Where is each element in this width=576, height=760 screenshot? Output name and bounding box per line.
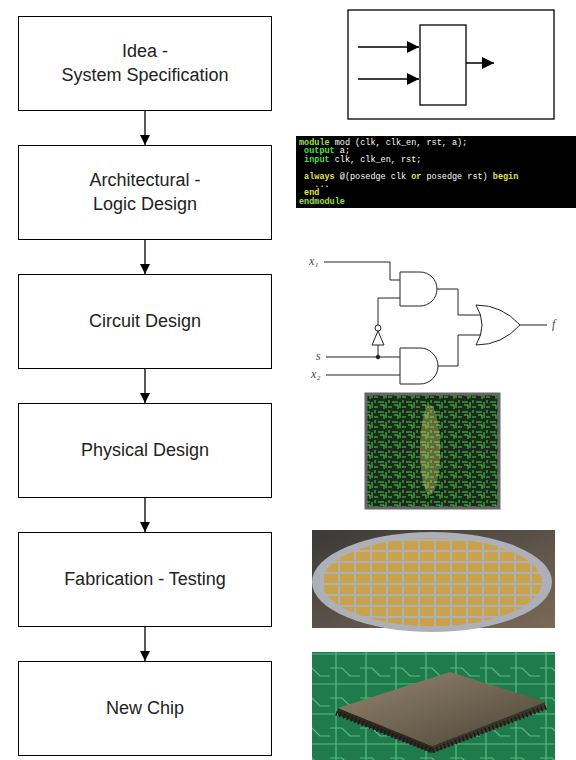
text-line: Logic Design (93, 194, 197, 214)
code-line: ... (299, 181, 523, 189)
code-line (299, 164, 523, 172)
process-box: Fabrication - Testing (18, 532, 272, 627)
flow-arrow (144, 627, 145, 661)
code-listing: modulemod (clk, clk_en, rst, a);outputa;… (299, 139, 523, 206)
flow-arrow (144, 240, 145, 274)
flow-arrow (144, 369, 145, 403)
box-label: Fabrication - Testing (64, 568, 226, 591)
block-symbol (348, 10, 554, 119)
code-line: modulemod (clk, clk_en, rst, a); (299, 139, 523, 147)
signal-name: s (316, 350, 321, 362)
flow-arrow (144, 111, 145, 145)
code-token: begin (493, 172, 519, 182)
layout-picture (366, 394, 499, 508)
code-token: or (411, 172, 421, 182)
process-box: Architectural - Logic Design (18, 145, 272, 240)
box-label: Architectural - Logic Design (89, 169, 200, 216)
process-box: New Chip (18, 661, 272, 756)
signal-name: x₂ (311, 368, 321, 380)
text-line: Architectural - (89, 170, 200, 190)
text-line: Idea - (122, 41, 168, 61)
process-box: Circuit Design (18, 274, 272, 369)
signal-name: x₁ (309, 255, 319, 267)
code-line: endmodule (299, 198, 523, 206)
process-box: Physical Design (18, 403, 272, 498)
code-line: input clk, clk_en, rst; (299, 156, 523, 164)
code-token: endmodule (299, 197, 345, 207)
box-label: Circuit Design (89, 310, 201, 333)
code-line: always@(posedge clkorposedge rst)begin (299, 173, 523, 181)
text-line: System Specification (61, 65, 228, 85)
wafer-photo (312, 530, 555, 632)
code-token: posedge rst) (427, 172, 488, 182)
box-label: New Chip (106, 697, 184, 720)
code-line: end (299, 189, 523, 197)
box-label: Physical Design (81, 439, 209, 462)
signal-name: f (552, 318, 555, 330)
flow-arrow (144, 498, 145, 532)
logic-circuit (324, 262, 547, 384)
box-label: Idea - System Specification (61, 40, 228, 87)
code-token: clk, clk_en, rst; (335, 155, 422, 165)
chip-photo (312, 652, 555, 760)
code-line: outputa; (299, 147, 523, 155)
code-token: mod (clk, clk_en, rst, a); (335, 138, 468, 148)
code-token: input (304, 155, 330, 165)
code-background (296, 136, 576, 208)
code-token: @(posedge clk (340, 172, 406, 182)
process-box: Idea - System Specification (18, 16, 272, 111)
